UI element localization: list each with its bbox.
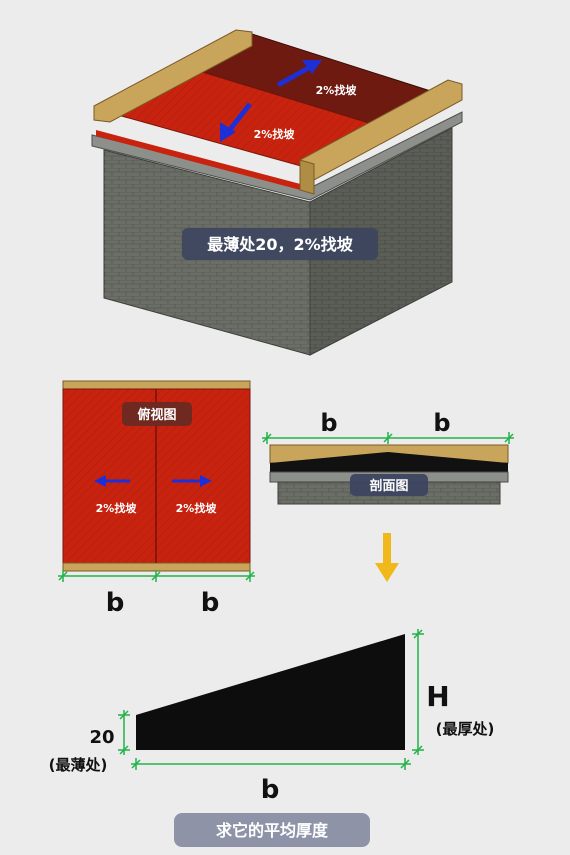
slope-arrow-front	[220, 102, 252, 142]
top-view-arrow-right	[172, 475, 212, 487]
section-dim-left: b	[320, 409, 337, 437]
section-dim-right: b	[433, 409, 450, 437]
section-view: b b 剖面图	[262, 409, 514, 505]
top-view-wood-top	[62, 380, 251, 390]
section-dimension	[262, 432, 514, 444]
wedge-thin-value: 20	[89, 727, 114, 748]
question-text: 求它的平均厚度	[216, 821, 329, 840]
top-view-dim-left: b	[106, 588, 125, 618]
down-arrow	[375, 533, 399, 582]
top-view-label-right: 2%找坡	[176, 501, 218, 515]
top-view-dimension	[58, 570, 255, 582]
top-view-title: 俯视图	[137, 407, 176, 423]
iso-caption: 最薄处20，2%找坡	[207, 235, 353, 254]
section-title-pill	[350, 474, 428, 496]
brick-wall-right	[309, 127, 453, 356]
wedge-thin-note: (最薄处)	[49, 756, 108, 774]
top-view-label-left: 2%找坡	[96, 501, 138, 515]
top-view-wood-bottom	[62, 562, 251, 572]
slope-label-back: 2%找坡	[316, 83, 358, 97]
section-screed	[270, 452, 508, 472]
iso-caption-pill	[182, 228, 378, 260]
wedge-base-dim: b	[261, 775, 280, 805]
top-view-arrow-left	[94, 475, 130, 487]
section-title: 剖面图	[369, 478, 408, 494]
isometric-building: 2%找坡 2%找坡 最薄处20，2%找坡	[91, 29, 463, 356]
top-view-dim-right: b	[201, 588, 220, 618]
wedge-height-dimension	[412, 629, 424, 755]
wedge-thick-note: (最厚处)	[436, 720, 495, 738]
wedge-base-dimension	[131, 758, 411, 770]
wedge-section: 20 (最薄处) H (最厚处) b	[49, 629, 495, 805]
slope-arrow-back	[276, 60, 322, 88]
top-view-title-pill	[122, 402, 192, 426]
wood-parapet-left	[93, 29, 253, 123]
wood-parapet-right-side	[299, 159, 315, 195]
wedge-thin-dimension	[118, 710, 130, 755]
wedge-shape	[136, 634, 405, 750]
wedge-thick-symbol: H	[426, 680, 449, 713]
slope-label-front: 2%找坡	[254, 127, 296, 141]
roof-membrane-edge	[96, 130, 308, 192]
top-view: 俯视图 2%找坡 2%找坡 b b	[58, 380, 255, 618]
question-pill: 求它的平均厚度	[174, 813, 370, 847]
